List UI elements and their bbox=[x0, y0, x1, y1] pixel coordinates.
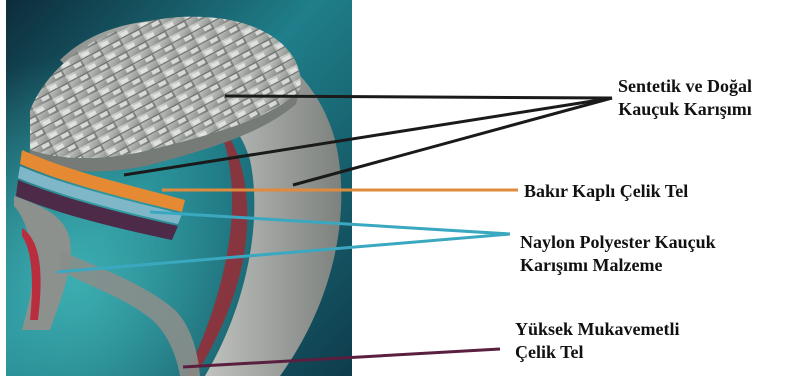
label-synthetic-natural-rubber: Sentetik ve Doğal Kauçuk Karışımı bbox=[618, 75, 752, 121]
label-copper-text: Bakır Kaplı Çelik Tel bbox=[524, 180, 688, 203]
label-nylon-line2: Karışımı Malzeme bbox=[520, 254, 716, 277]
label-copper-coated-steel-wire: Bakır Kaplı Çelik Tel bbox=[524, 180, 688, 203]
label-steel-line2: Çelik Tel bbox=[515, 341, 680, 364]
label-nylon-line1: Naylon Polyester Kauçuk bbox=[520, 231, 716, 254]
label-high-strength-steel-wire: Yüksek Mukavemetli Çelik Tel bbox=[515, 318, 680, 364]
label-rubber-line1: Sentetik ve Doğal bbox=[618, 75, 752, 98]
label-rubber-line2: Kauçuk Karışımı bbox=[618, 98, 752, 121]
label-nylon-polyester-rubber: Naylon Polyester Kauçuk Karışımı Malzeme bbox=[520, 231, 716, 277]
label-steel-line1: Yüksek Mukavemetli bbox=[515, 318, 680, 341]
tire-photo bbox=[6, 0, 352, 376]
